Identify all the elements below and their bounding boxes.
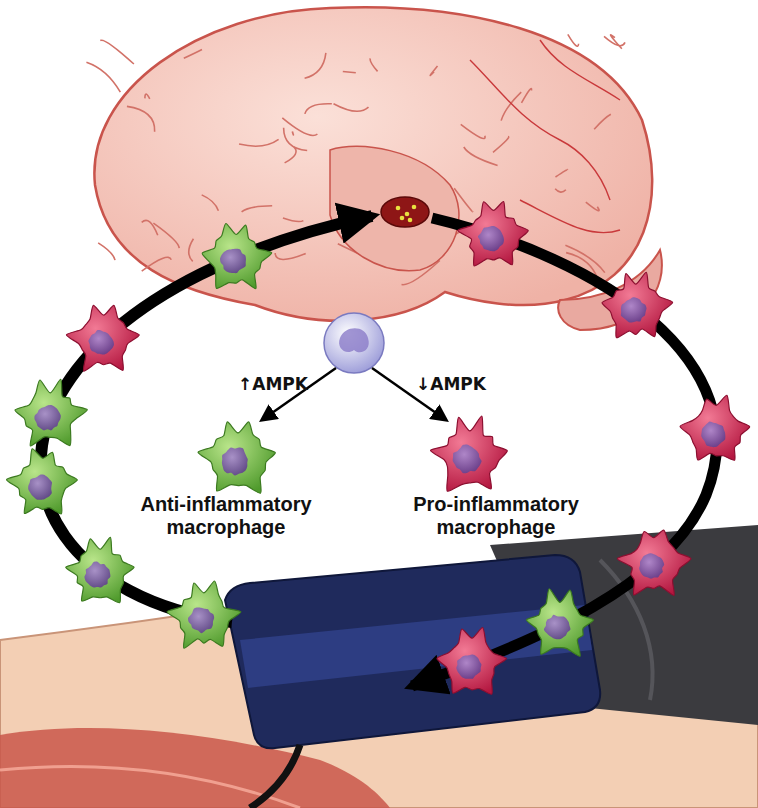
pro-inflammatory-macrophage-icon bbox=[617, 530, 691, 595]
cell-type-label: Anti-inflammatory macrophage bbox=[121, 493, 331, 543]
ampk-change-label: ↑AMPK bbox=[238, 374, 308, 394]
anti-inflammatory-macrophage-icon bbox=[526, 589, 593, 657]
circulating-cells bbox=[6, 201, 749, 694]
circulation-arrows bbox=[41, 216, 717, 686]
cell-type-name: Pro-inflammatory macrophage bbox=[391, 493, 601, 539]
anti-inflammatory-macrophage-icon bbox=[66, 537, 134, 602]
pro-inflammatory-macrophage-icon bbox=[602, 272, 673, 338]
anti-inflammatory-macrophage-icon bbox=[167, 581, 241, 648]
cell-type-label: Pro-inflammatory macrophage bbox=[391, 493, 601, 543]
pro-inflammatory-macrophage-icon bbox=[66, 305, 139, 371]
anti-inflammatory-macrophage-icon bbox=[6, 449, 77, 514]
anti-inflammatory-macrophage-icon bbox=[15, 379, 87, 446]
anti-inflammatory-macrophage-icon bbox=[202, 223, 272, 288]
lesion bbox=[381, 197, 429, 227]
pro-inflammatory-macrophage-icon bbox=[680, 395, 750, 460]
brain bbox=[86, 7, 661, 330]
monocyte bbox=[324, 313, 384, 373]
cell-type-name: Anti-inflammatory macrophage bbox=[121, 493, 331, 539]
pro-inflammatory-macrophage-icon bbox=[458, 201, 529, 266]
ampk-change-label: ↓AMPK bbox=[416, 374, 486, 394]
anti-inflammatory-macrophage-icon bbox=[198, 422, 275, 493]
arm-with-cuff bbox=[0, 525, 758, 808]
pro-inflammatory-macrophage-icon bbox=[437, 628, 507, 695]
pro-inflammatory-macrophage-icon bbox=[430, 416, 507, 491]
